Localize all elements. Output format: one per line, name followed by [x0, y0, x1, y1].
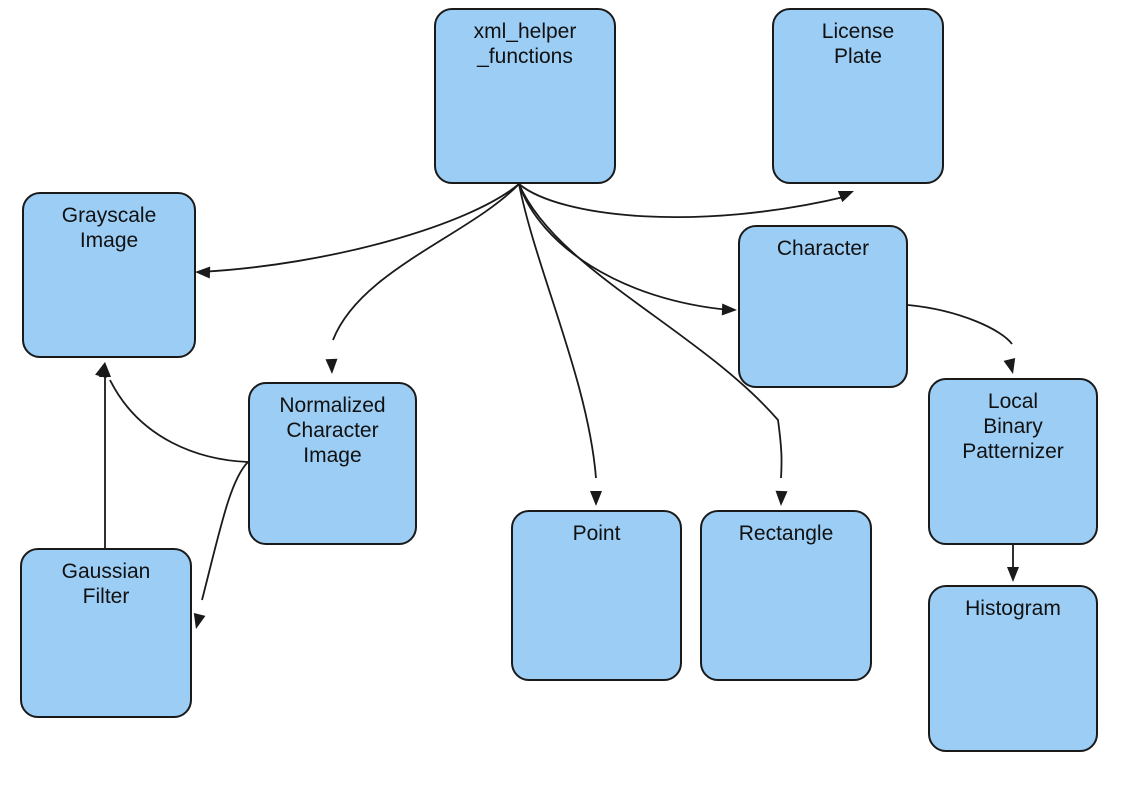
edge-normalized-gaussian	[193, 461, 249, 629]
node-label: Grayscale Image	[61, 204, 157, 252]
arrowhead	[193, 612, 206, 629]
arrowhead	[721, 303, 737, 316]
edge-xml-rectangle	[518, 183, 788, 506]
arrowhead	[325, 358, 338, 374]
node-rectangle[interactable]: Rectangle	[700, 510, 872, 681]
node-label: Point	[572, 522, 621, 545]
edge-xml-normalized	[325, 183, 520, 374]
node-label: Gaussian Filter	[61, 560, 151, 608]
node-label: Rectangle	[738, 522, 834, 545]
node-label: xml_helper _functions	[473, 20, 577, 68]
node-label: Local Binary Patternizer	[962, 390, 1064, 463]
arrowhead	[1003, 357, 1016, 374]
node-label: Character	[776, 237, 870, 260]
node-label: Histogram	[965, 597, 1061, 620]
edge-normalized-grayscale	[95, 362, 249, 463]
arrowhead	[837, 191, 854, 203]
node-point[interactable]: Point	[511, 510, 682, 681]
edge-xml-license-plate	[518, 183, 854, 219]
arrowhead	[195, 266, 211, 279]
edge-xml-grayscale	[195, 183, 520, 279]
edge-character-lbp	[907, 304, 1016, 374]
arrowhead	[775, 490, 788, 506]
arrowhead	[99, 362, 111, 377]
node-label: License Plate	[821, 20, 895, 68]
edge-xml-character	[518, 183, 737, 316]
node-normalized-character-image[interactable]: Normalized Character Image	[248, 382, 417, 545]
edge-lbp-histogram	[1007, 545, 1019, 582]
edge-gaussian-grayscale	[99, 362, 111, 548]
node-histogram[interactable]: Histogram	[928, 585, 1098, 752]
edge-xml-point	[518, 183, 602, 506]
node-grayscale-image[interactable]: Grayscale Image	[22, 192, 196, 358]
node-license-plate[interactable]: License Plate	[772, 8, 944, 184]
node-character[interactable]: Character	[738, 225, 908, 388]
node-label: Normalized Character Image	[279, 394, 386, 467]
node-local-binary-patternizer[interactable]: Local Binary Patternizer	[928, 378, 1098, 545]
arrowhead	[590, 491, 602, 506]
node-xml-helper-functions[interactable]: xml_helper _functions	[434, 8, 616, 184]
arrowhead	[1007, 567, 1019, 582]
node-gaussian-filter[interactable]: Gaussian Filter	[20, 548, 192, 718]
